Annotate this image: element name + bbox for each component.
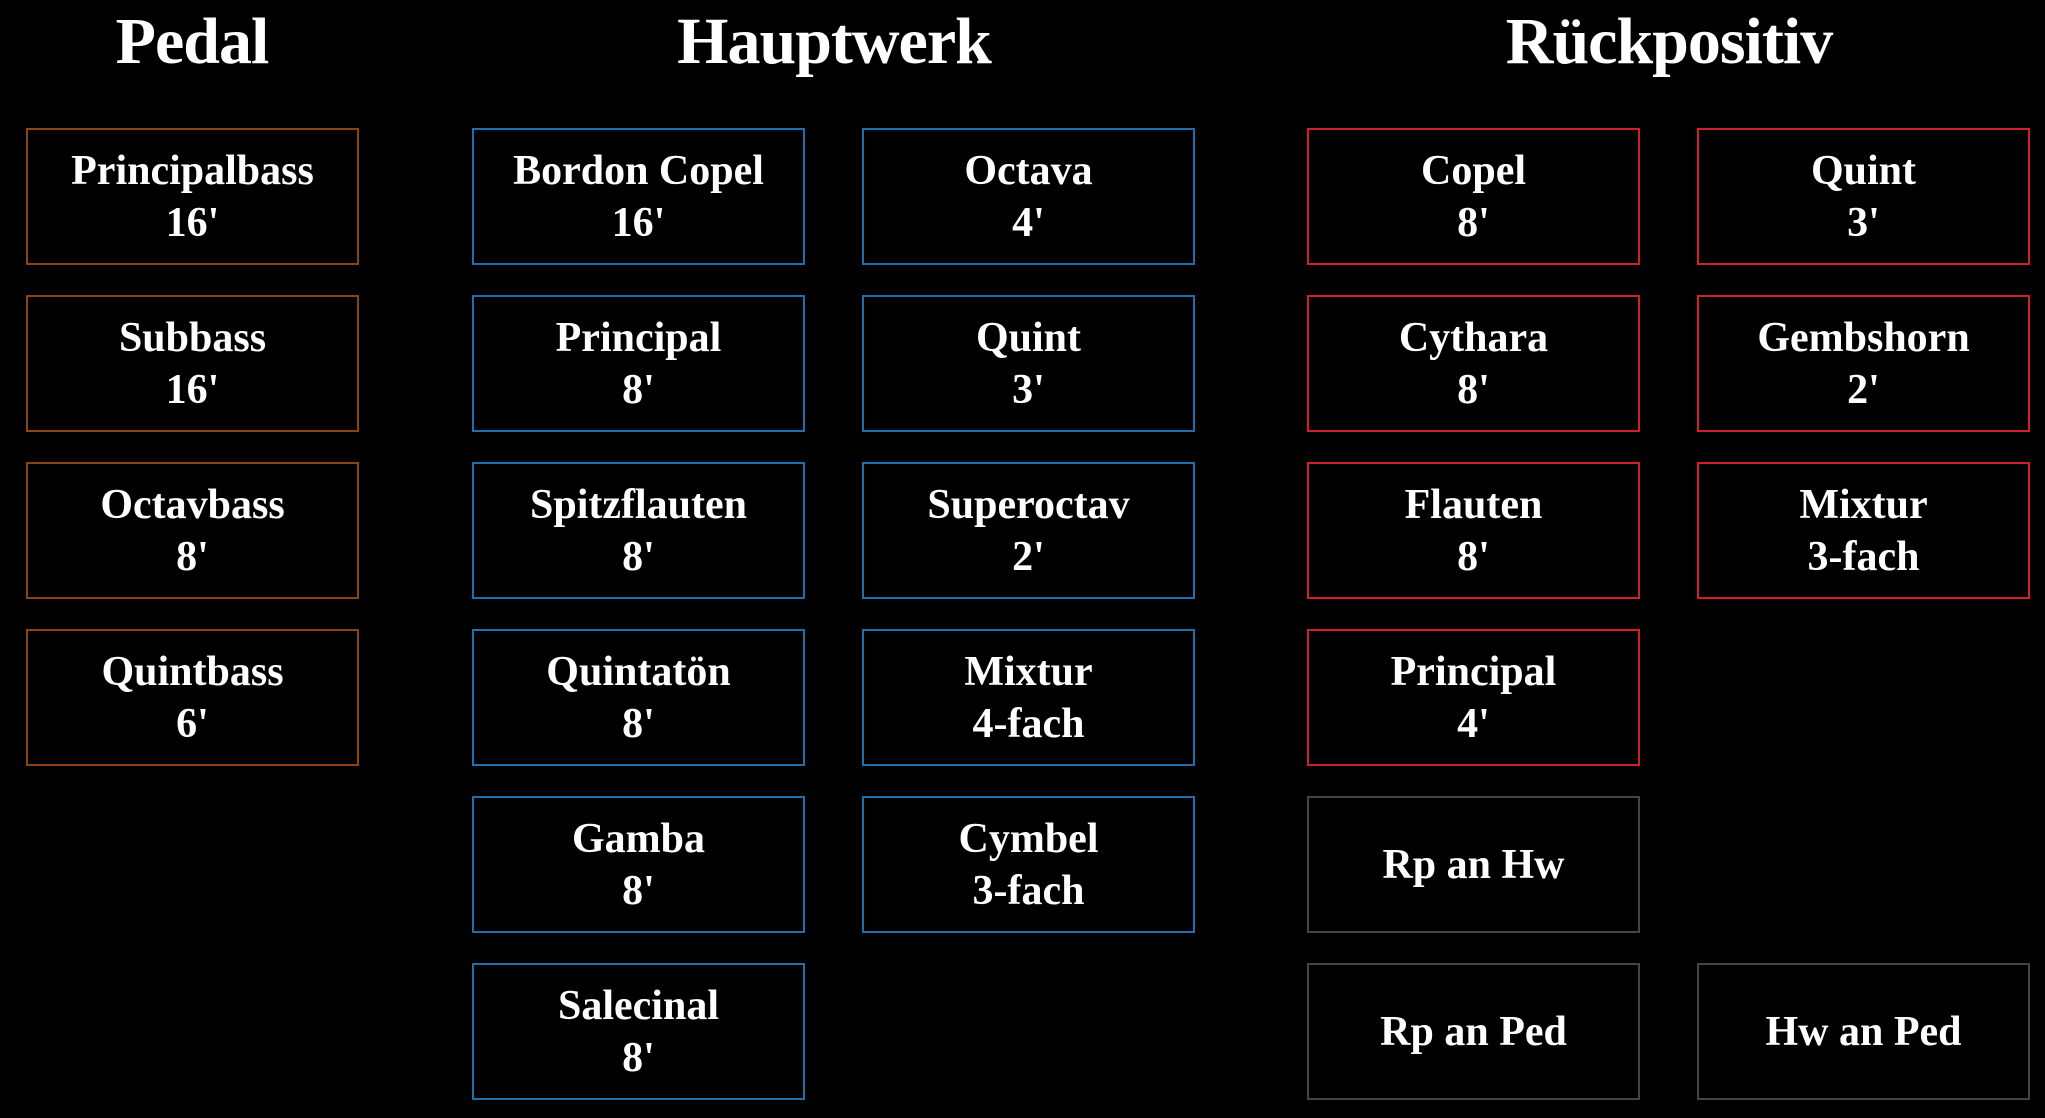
stop-name: Quint [1810, 147, 1917, 194]
hauptwerk-title: Hauptwerk [677, 5, 992, 78]
coupler-label: Rp an Ped [1380, 1008, 1567, 1055]
stop-button-cymbel[interactable]: Cymbel 3-fach [862, 796, 1195, 933]
stop-button-mixtur-rp[interactable]: Mixtur 3-fach [1697, 462, 2030, 599]
stop-name: Mixtur [1799, 481, 1928, 528]
stop-pitch: 4' [1012, 199, 1045, 246]
coupler-label: Rp an Hw [1382, 841, 1565, 888]
stop-pitch: 16' [611, 199, 666, 246]
stop-button-gembshorn[interactable]: Gembshorn 2' [1697, 295, 2030, 432]
stop-button-quint-rp[interactable]: Quint 3' [1697, 128, 2030, 265]
coupler-button-hw-an-ped[interactable]: Hw an Ped [1697, 963, 2030, 1100]
stop-button-principal[interactable]: Principal 8' [472, 295, 805, 432]
stop-button-quintbass[interactable]: Quintbass 6' [26, 629, 359, 766]
stop-name: Octavbass [100, 481, 285, 528]
stop-button-quintatoen[interactable]: Quintatön 8' [472, 629, 805, 766]
stop-pitch: 8' [1457, 533, 1490, 580]
stop-pitch: 2' [1012, 533, 1045, 580]
stop-pitch: 8' [1457, 199, 1490, 246]
stop-name: Gamba [571, 815, 705, 862]
stop-button-cythara[interactable]: Cythara 8' [1307, 295, 1640, 432]
stop-button-spitzflauten[interactable]: Spitzflauten 8' [472, 462, 805, 599]
coupler-label: Hw an Ped [1765, 1008, 1962, 1055]
coupler-button-rp-an-ped[interactable]: Rp an Ped [1307, 963, 1640, 1100]
stop-pitch: 4-fach [972, 700, 1085, 747]
stop-name: Principal [1390, 648, 1557, 695]
stop-button-mixtur[interactable]: Mixtur 4-fach [862, 629, 1195, 766]
stop-pitch: 16' [165, 199, 220, 246]
stop-pitch: 3' [1012, 366, 1045, 413]
stop-name: Copel [1421, 147, 1526, 194]
stop-button-octava[interactable]: Octava 4' [862, 128, 1195, 265]
stop-pitch: 3-fach [1807, 533, 1920, 580]
stop-name: Cymbel [958, 815, 1099, 862]
stop-button-principal-4[interactable]: Principal 4' [1307, 629, 1640, 766]
stop-pitch: 6' [176, 700, 209, 747]
stop-button-salecinal[interactable]: Salecinal 8' [472, 963, 805, 1100]
stop-name: Gembshorn [1757, 314, 1970, 361]
stop-pitch: 8' [622, 700, 655, 747]
stop-pitch: 8' [622, 867, 655, 914]
stop-name: Subbass [118, 314, 267, 361]
stop-button-octavbass[interactable]: Octavbass 8' [26, 462, 359, 599]
stop-pitch: 2' [1847, 366, 1880, 413]
stop-name: Salecinal [557, 982, 719, 1029]
stop-pitch: 8' [622, 1034, 655, 1081]
stop-name: Octava [964, 147, 1093, 194]
stop-button-subbass[interactable]: Subbass 16' [26, 295, 359, 432]
stop-button-principalbass[interactable]: Principalbass 16' [26, 128, 359, 265]
stop-pitch: 4' [1457, 700, 1490, 747]
stop-pitch: 8' [622, 533, 655, 580]
coupler-button-rp-an-hw[interactable]: Rp an Hw [1307, 796, 1640, 933]
stop-button-gamba[interactable]: Gamba 8' [472, 796, 805, 933]
stop-name: Bordon Copel [513, 147, 764, 194]
stop-button-superoctav[interactable]: Superoctav 2' [862, 462, 1195, 599]
stop-name: Cythara [1398, 314, 1549, 361]
stop-name: Principalbass [71, 147, 314, 194]
stop-button-quint[interactable]: Quint 3' [862, 295, 1195, 432]
stop-pitch: 8' [1457, 366, 1490, 413]
stop-pitch: 8' [176, 533, 209, 580]
stop-pitch: 8' [622, 366, 655, 413]
stop-name: Mixtur [964, 648, 1093, 695]
stop-name: Principal [555, 314, 722, 361]
stop-name: Flauten [1404, 481, 1543, 528]
stop-name: Superoctav [927, 481, 1130, 528]
stop-button-bordon-copel[interactable]: Bordon Copel 16' [472, 128, 805, 265]
stop-name: Spitzflauten [529, 481, 747, 528]
stop-button-copel[interactable]: Copel 8' [1307, 128, 1640, 265]
stop-pitch: 16' [165, 366, 220, 413]
stop-button-flauten[interactable]: Flauten 8' [1307, 462, 1640, 599]
pedal-title: Pedal [115, 5, 270, 78]
stop-name: Quintbass [101, 648, 284, 695]
stop-name: Quintatön [546, 648, 731, 695]
stop-pitch: 3-fach [972, 867, 1085, 914]
stop-name: Quint [975, 314, 1082, 361]
rueckpositiv-title: Rückpositiv [1505, 5, 1833, 78]
stop-pitch: 3' [1847, 199, 1880, 246]
